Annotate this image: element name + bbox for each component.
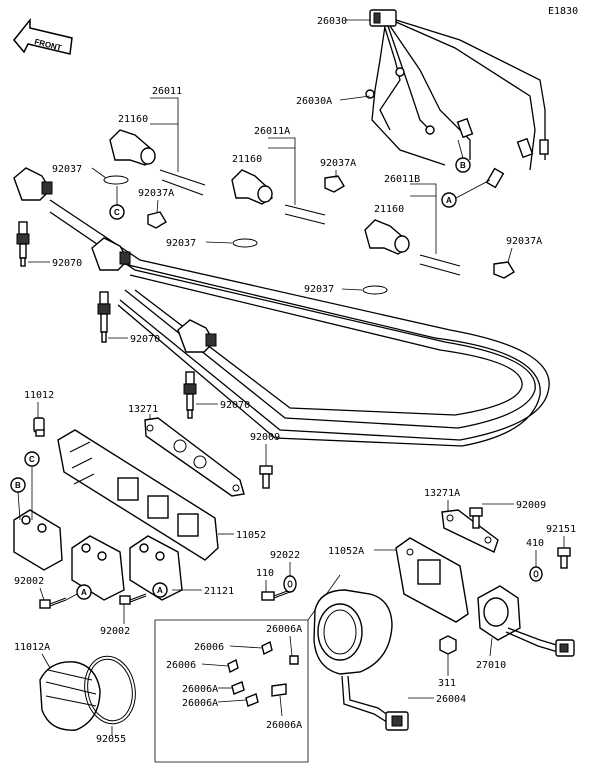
- ht-lead-loop: [49, 199, 550, 447]
- label-311: 311: [438, 678, 456, 689]
- label-92002-1: 92002: [14, 576, 44, 587]
- label-13271: 13271: [128, 404, 158, 415]
- svg-text:A: A: [446, 196, 452, 205]
- label-11012a: 11012A: [14, 642, 50, 653]
- label-27010: 27010: [476, 660, 506, 671]
- label-26011a: 26011A: [254, 126, 290, 137]
- oring-92055: [84, 655, 136, 725]
- label-26011: 26011: [152, 86, 182, 97]
- svg-text:B: B: [460, 161, 466, 170]
- callout-a-1: A: [441, 192, 457, 208]
- clamp-92037-2: [232, 238, 258, 248]
- label-410: 410: [526, 538, 544, 549]
- label-110: 110: [256, 568, 274, 579]
- ignition-coils: [13, 509, 183, 601]
- svg-text:A: A: [157, 586, 163, 595]
- label-26006a-4: 26006A: [266, 720, 302, 731]
- label-26030: 26030: [317, 16, 347, 27]
- washer-92022: [283, 575, 297, 593]
- large-cap-11012a: [39, 661, 101, 731]
- bolt-92151: [557, 547, 571, 569]
- label-21121: 21121: [204, 586, 234, 597]
- lead-26011a: [268, 137, 326, 225]
- label-21160-1: 21160: [118, 114, 148, 125]
- label-92037-1: 92037: [52, 164, 82, 175]
- label-92002-2: 92002: [100, 626, 130, 637]
- wiring-harness: [365, 9, 549, 189]
- screw-92002-2: [119, 593, 147, 605]
- label-92037-2: 92037: [166, 238, 196, 249]
- spark-plug-1: [16, 221, 30, 267]
- label-92070-2: 92070: [130, 334, 160, 345]
- label-92070-1: 92070: [52, 258, 82, 269]
- label-92037a-2: 92037A: [320, 158, 356, 169]
- label-21160-3: 21160: [374, 204, 404, 215]
- gasket-13271a: [441, 509, 499, 553]
- connector-housing: [313, 589, 409, 731]
- small-cap-11012: [33, 417, 45, 437]
- switch-27010: [477, 585, 575, 657]
- bracket-11052a: [395, 537, 469, 623]
- label-92070-3: 92070: [220, 400, 250, 411]
- terminals: [227, 640, 299, 707]
- spark-plug-2: [97, 291, 111, 343]
- label-92009-1: 92009: [250, 432, 280, 443]
- clamp-92037a-1: [147, 211, 167, 229]
- label-92022: 92022: [270, 550, 300, 561]
- plug-cap-2: [231, 169, 273, 205]
- lead-26011b: [410, 183, 461, 276]
- label-26030a: 26030A: [296, 96, 332, 107]
- svg-text:C: C: [29, 455, 35, 464]
- label-92009-2: 92009: [516, 500, 546, 511]
- diagram-code: E1830: [548, 6, 578, 17]
- label-26006a-3: 26006A: [182, 698, 218, 709]
- svg-text:A: A: [81, 588, 87, 597]
- clamp-92037-3: [362, 285, 388, 295]
- label-11052: 11052: [236, 530, 266, 541]
- gasket-13271: [144, 417, 245, 497]
- svg-text:B: B: [15, 481, 21, 490]
- plug-cap-3: [364, 219, 410, 255]
- label-26011b: 26011B: [384, 174, 420, 185]
- label-26006a-2: 26006A: [182, 684, 218, 695]
- bracket-11052: [57, 429, 219, 561]
- callout-b-1: B: [455, 157, 471, 173]
- spark-plug-3: [183, 371, 197, 419]
- label-92037-3: 92037: [304, 284, 334, 295]
- lead-26011: [150, 97, 206, 196]
- label-26006a-1: 26006A: [266, 624, 302, 635]
- label-26006-1: 26006: [194, 642, 224, 653]
- label-13271a: 13271A: [424, 488, 460, 499]
- label-26006-2: 26006: [166, 660, 196, 671]
- lead-end-cap-1: [13, 167, 53, 201]
- label-92055: 92055: [96, 734, 126, 745]
- lead-end-cap-3: [177, 319, 217, 353]
- callout-c-2: C: [24, 451, 40, 467]
- nut-311: [439, 635, 457, 655]
- plug-cap-1: [109, 129, 156, 166]
- label-92037a-1: 92037A: [138, 188, 174, 199]
- callout-a-3: A: [152, 582, 168, 598]
- label-26004: 26004: [436, 694, 466, 705]
- label-21160-2: 21160: [232, 154, 262, 165]
- callout-c-1: C: [109, 204, 125, 220]
- callout-a-2: A: [76, 584, 92, 600]
- bolt-92009-1: [259, 465, 273, 489]
- washer-410: [529, 566, 543, 582]
- label-11052a: 11052A: [328, 546, 364, 557]
- screw-92002-1: [39, 597, 67, 609]
- callout-b-2: B: [10, 477, 26, 493]
- lead-end-cap-2: [91, 237, 131, 271]
- front-arrow-icon: FRONT: [13, 17, 73, 55]
- clamp-92037a-2: [324, 175, 345, 193]
- bolt-92009-2: [469, 507, 483, 529]
- clamp-92037a-3: [493, 261, 515, 279]
- svg-text:C: C: [114, 208, 120, 217]
- label-92151: 92151: [546, 524, 576, 535]
- clamp-92037-1: [103, 175, 129, 185]
- label-11012: 11012: [24, 390, 54, 401]
- label-92037a-3: 92037A: [506, 236, 542, 247]
